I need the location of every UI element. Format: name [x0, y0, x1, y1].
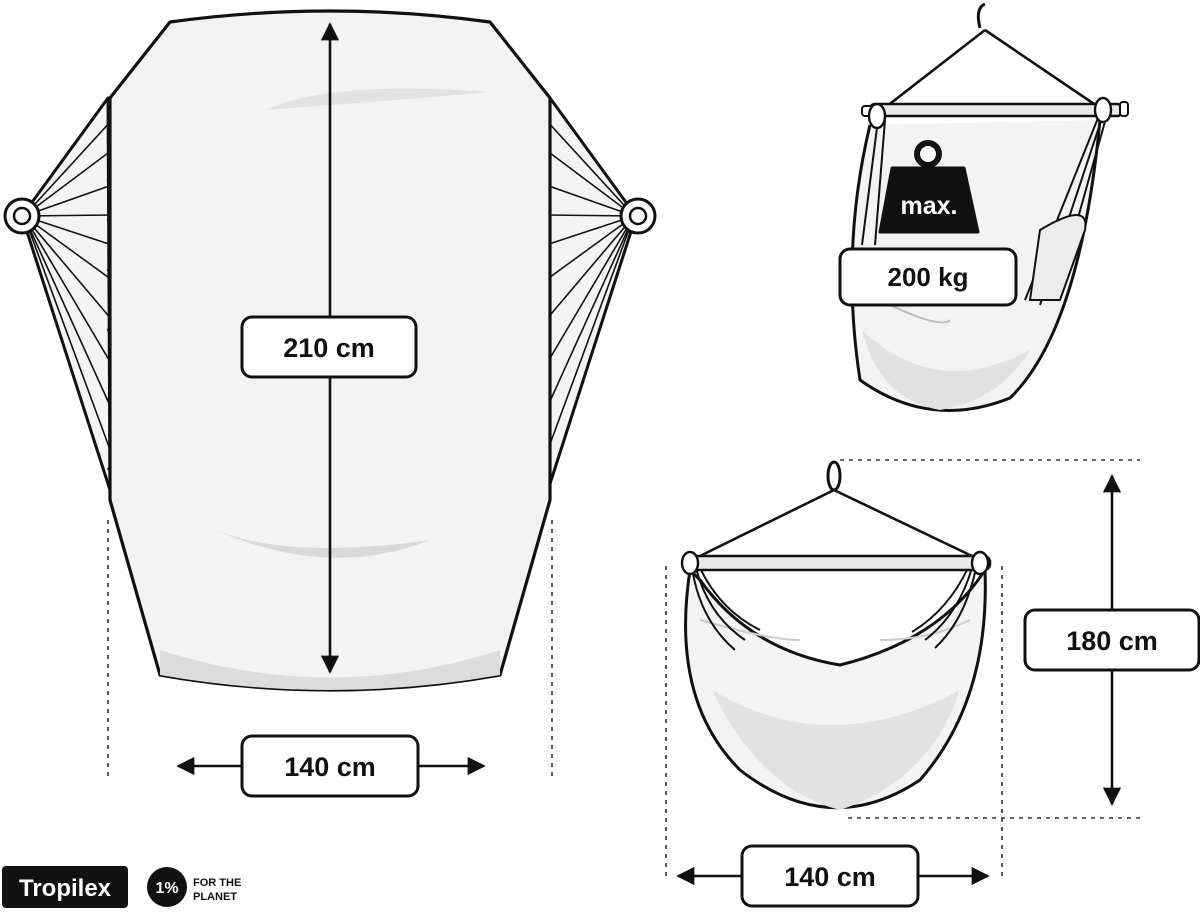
weight-limit-label: 200 kg — [888, 262, 969, 292]
badge-number: 1% — [155, 880, 178, 897]
chair-height-label: 180 cm — [1066, 626, 1158, 656]
badge-line2: PLANET — [193, 891, 237, 903]
tropilex-logo-text: Tropilex — [19, 875, 112, 902]
hammock-width-dimension: 140 cm — [176, 734, 486, 798]
chair-height-dimension: 180 cm — [1023, 474, 1200, 806]
chair-width-dimension: 140 cm — [676, 844, 990, 908]
length-dimension: 210 cm — [240, 22, 418, 674]
hammock-length-label: 210 cm — [283, 333, 375, 363]
tropilex-logo: Tropilex — [2, 866, 128, 908]
chair-width-label: 140 cm — [784, 862, 876, 892]
weight-limit-badge: 200 kg — [838, 247, 1018, 307]
badge-line1: FOR THE — [193, 877, 241, 889]
weight-icon: max. — [878, 140, 980, 234]
hanging-chair-front-view — [665, 459, 1140, 880]
hammock-width-label: 140 cm — [284, 752, 376, 782]
one-percent-planet-badge: 1% FOR THE PLANET — [147, 867, 241, 907]
max-label: max. — [901, 192, 958, 220]
